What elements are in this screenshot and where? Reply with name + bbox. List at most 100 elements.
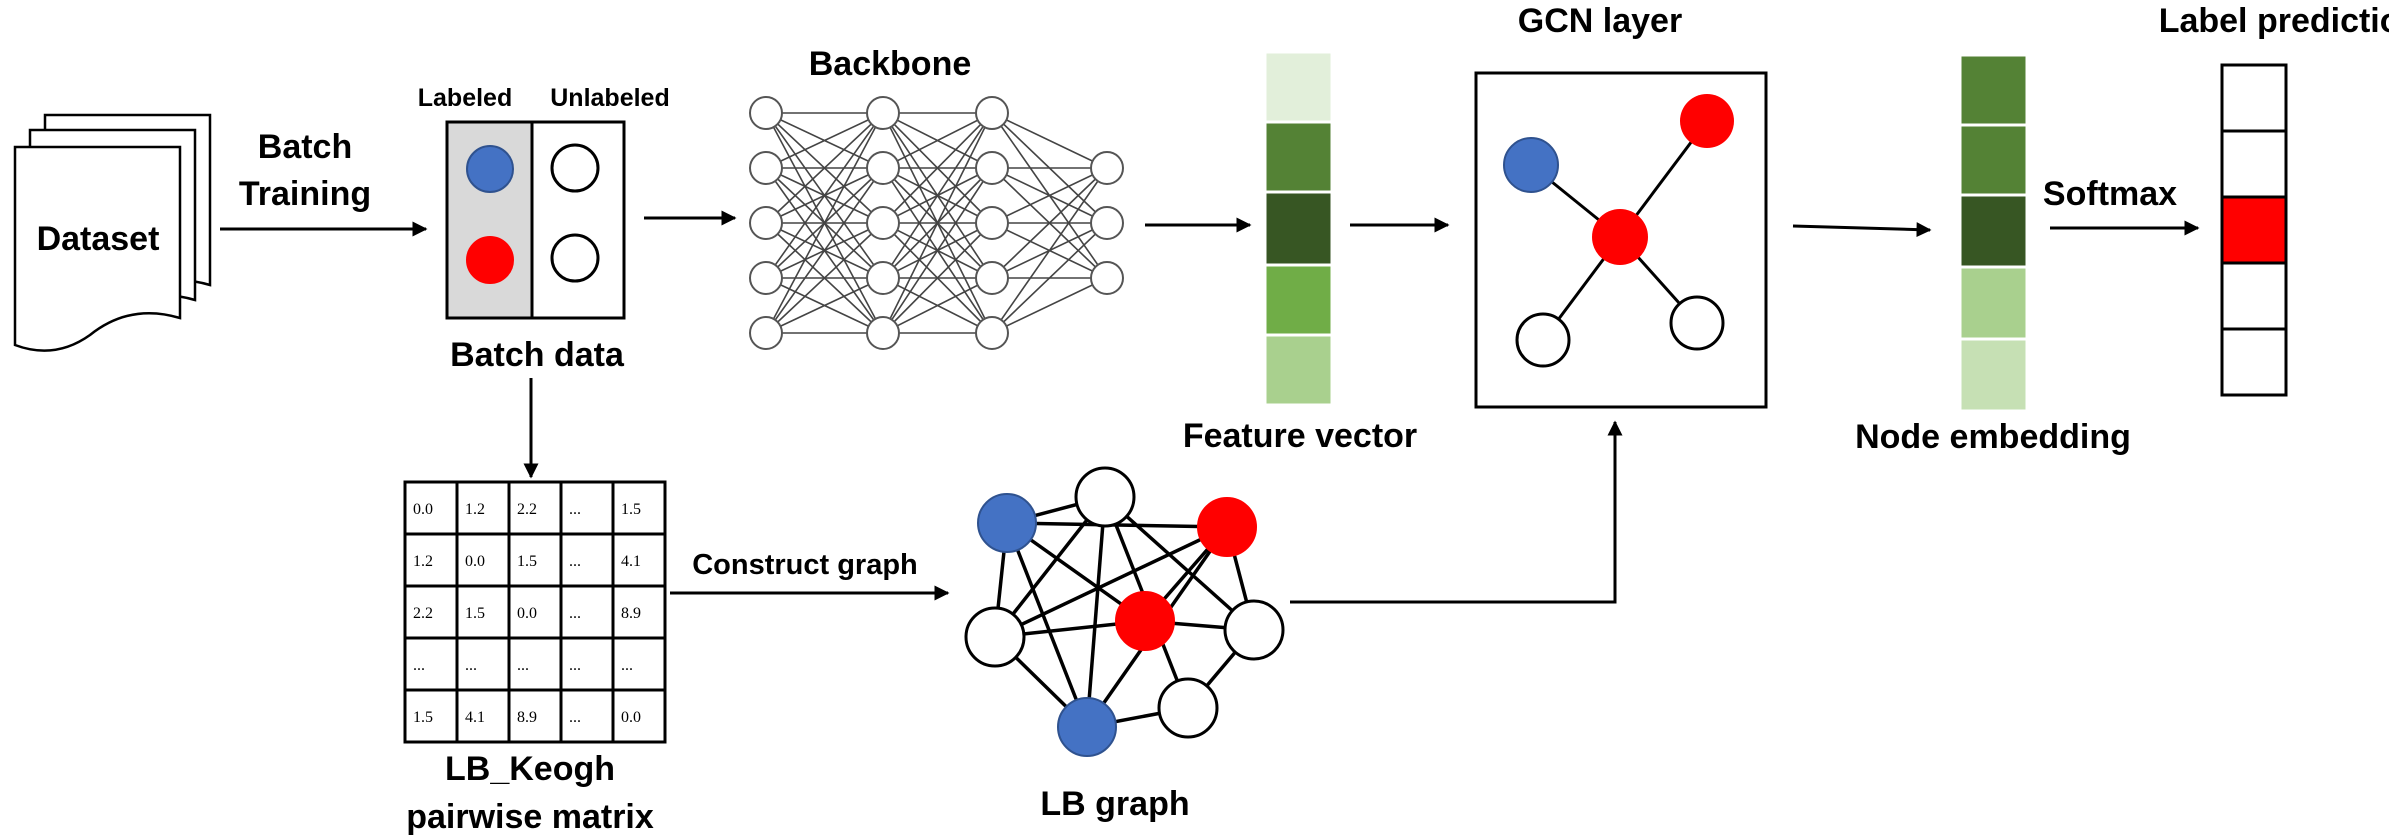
- matrix-cell: [559, 480, 615, 536]
- feature-vector-cell: [1263, 50, 1334, 124]
- gcn-layer: GCN layer: [1474, 2, 1768, 409]
- backbone-edge: [765, 277, 884, 334]
- matrix-cell-value: ...: [413, 657, 425, 674]
- node-embedding-cell: [1958, 337, 2029, 413]
- gcn-layer-label: GCN layer: [1518, 2, 1682, 40]
- lb-graph-node: [1115, 591, 1175, 651]
- matrix-cell: [403, 688, 459, 744]
- backbone-neuron: [975, 316, 1009, 350]
- lb-graph-edge: [994, 525, 1228, 639]
- backbone-neuron: [975, 261, 1009, 295]
- backbone-neuron: [1090, 261, 1124, 295]
- matrix-cell-value: ...: [621, 657, 633, 674]
- backbone-edge: [765, 167, 884, 334]
- matrix-cell-value: 2.2: [413, 605, 433, 622]
- lb-graph-node: [1057, 697, 1117, 757]
- node-embedding-cell: [1958, 123, 2029, 197]
- lb-graph-edge: [1005, 522, 1089, 728]
- gcn-node-white: [1669, 295, 1725, 351]
- backbone-edge: [991, 277, 1108, 334]
- batch-training-label-line1: Batch: [258, 128, 352, 166]
- backbone-edge: [882, 277, 993, 334]
- backbone-neuron: [1090, 151, 1124, 185]
- matrix-cell-value: ...: [465, 657, 477, 674]
- matrix-cell-value: ...: [569, 501, 581, 518]
- matrix-cell-value: ...: [569, 605, 581, 622]
- matrix-cell-value: 1.5: [621, 501, 641, 518]
- matrix-cell-value: ...: [569, 657, 581, 674]
- backbone-neuron: [749, 151, 783, 185]
- matrix-caption-line1: LB_Keogh: [445, 750, 615, 788]
- matrix-cell: [611, 636, 667, 692]
- labeled-red-sample: [466, 236, 514, 284]
- matrix-caption-line2: pairwise matrix: [406, 798, 654, 836]
- lb-graph-node: [1157, 677, 1219, 739]
- batch-data-box: Labeled Unlabeled Batch data: [418, 84, 670, 374]
- backbone-neuron: [866, 316, 900, 350]
- matrix-cell-value: 1.5: [465, 605, 485, 622]
- labeled-blue-sample: [466, 145, 514, 193]
- lb-graph-node: [1074, 466, 1136, 528]
- matrix-cell-value: 1.5: [413, 709, 433, 726]
- backbone-label: Backbone: [809, 45, 972, 83]
- matrix-cell: [455, 688, 511, 744]
- gcn-node-blue: [1503, 137, 1559, 193]
- node-embedding-cell: [1958, 193, 2029, 269]
- prediction-class-cell: [2220, 327, 2288, 397]
- label-prediction: Label prediction: [2159, 2, 2389, 397]
- matrix-cell: [559, 688, 615, 744]
- backbone-neuron: [975, 151, 1009, 185]
- backbone-edge: [991, 222, 1108, 334]
- lb-graph-node: [977, 493, 1037, 553]
- matrix-cell: [507, 532, 563, 588]
- matrix-cell-value: 0.0: [621, 709, 641, 726]
- lb-graph-node: [1197, 497, 1257, 557]
- backbone-edge: [991, 167, 1108, 224]
- prediction-class-cell: [2220, 261, 2288, 331]
- matrix-cell-value: 0.0: [413, 501, 433, 518]
- prediction-class-cell: [2220, 129, 2288, 199]
- matrix-cell-value: ...: [569, 553, 581, 570]
- gcn-node-white: [1515, 312, 1571, 368]
- gcn-node-center-red: [1592, 209, 1648, 265]
- lb-graph-node: [964, 606, 1026, 668]
- node-embedding-label: Node embedding: [1855, 418, 2131, 456]
- label-prediction-label: Label prediction: [2159, 2, 2389, 40]
- backbone-neuron: [749, 261, 783, 295]
- lb-graph: LB graph: [964, 466, 1285, 823]
- backbone-edge: [882, 112, 993, 279]
- batch-data-label: Batch data: [450, 336, 625, 374]
- backbone-neuron: [866, 96, 900, 130]
- matrix-cell: [455, 480, 511, 536]
- matrix-cell-value: ...: [569, 709, 581, 726]
- node-embedding: Node embedding: [1855, 53, 2131, 456]
- matrix-cell-value: 1.2: [465, 501, 485, 518]
- node-embedding-cell: [1958, 53, 2029, 127]
- matrix-cell: [611, 688, 667, 744]
- backbone-edge: [882, 112, 993, 334]
- lb-graph-nodes: [964, 466, 1285, 757]
- construct-graph-label: Construct graph: [692, 549, 918, 581]
- feature-vector-label: Feature vector: [1183, 417, 1417, 455]
- matrix-cell: [507, 636, 563, 692]
- lb-graph-edge: [1103, 495, 1256, 632]
- matrix-cell-value: 1.5: [517, 553, 537, 570]
- unlabeled-sample-2: [550, 233, 600, 283]
- backbone-neuron: [975, 206, 1009, 240]
- lb-graph-label: LB graph: [1040, 785, 1189, 823]
- backbone-neuron: [866, 151, 900, 185]
- backbone-edge: [882, 112, 993, 169]
- matrix-cell-value: 1.2: [413, 553, 433, 570]
- backbone-edge: [991, 167, 1108, 279]
- backbone-neuron: [749, 316, 783, 350]
- backbone-network: Backbone: [749, 45, 1124, 350]
- backbone-edge: [882, 112, 993, 224]
- arrow-gcn-to-embedding: [1792, 222, 1932, 238]
- backbone-nodes: [749, 96, 1124, 350]
- backbone-edge: [991, 112, 1108, 169]
- softmax-label: Softmax: [2043, 175, 2177, 213]
- dataset-page-front: [13, 145, 182, 352]
